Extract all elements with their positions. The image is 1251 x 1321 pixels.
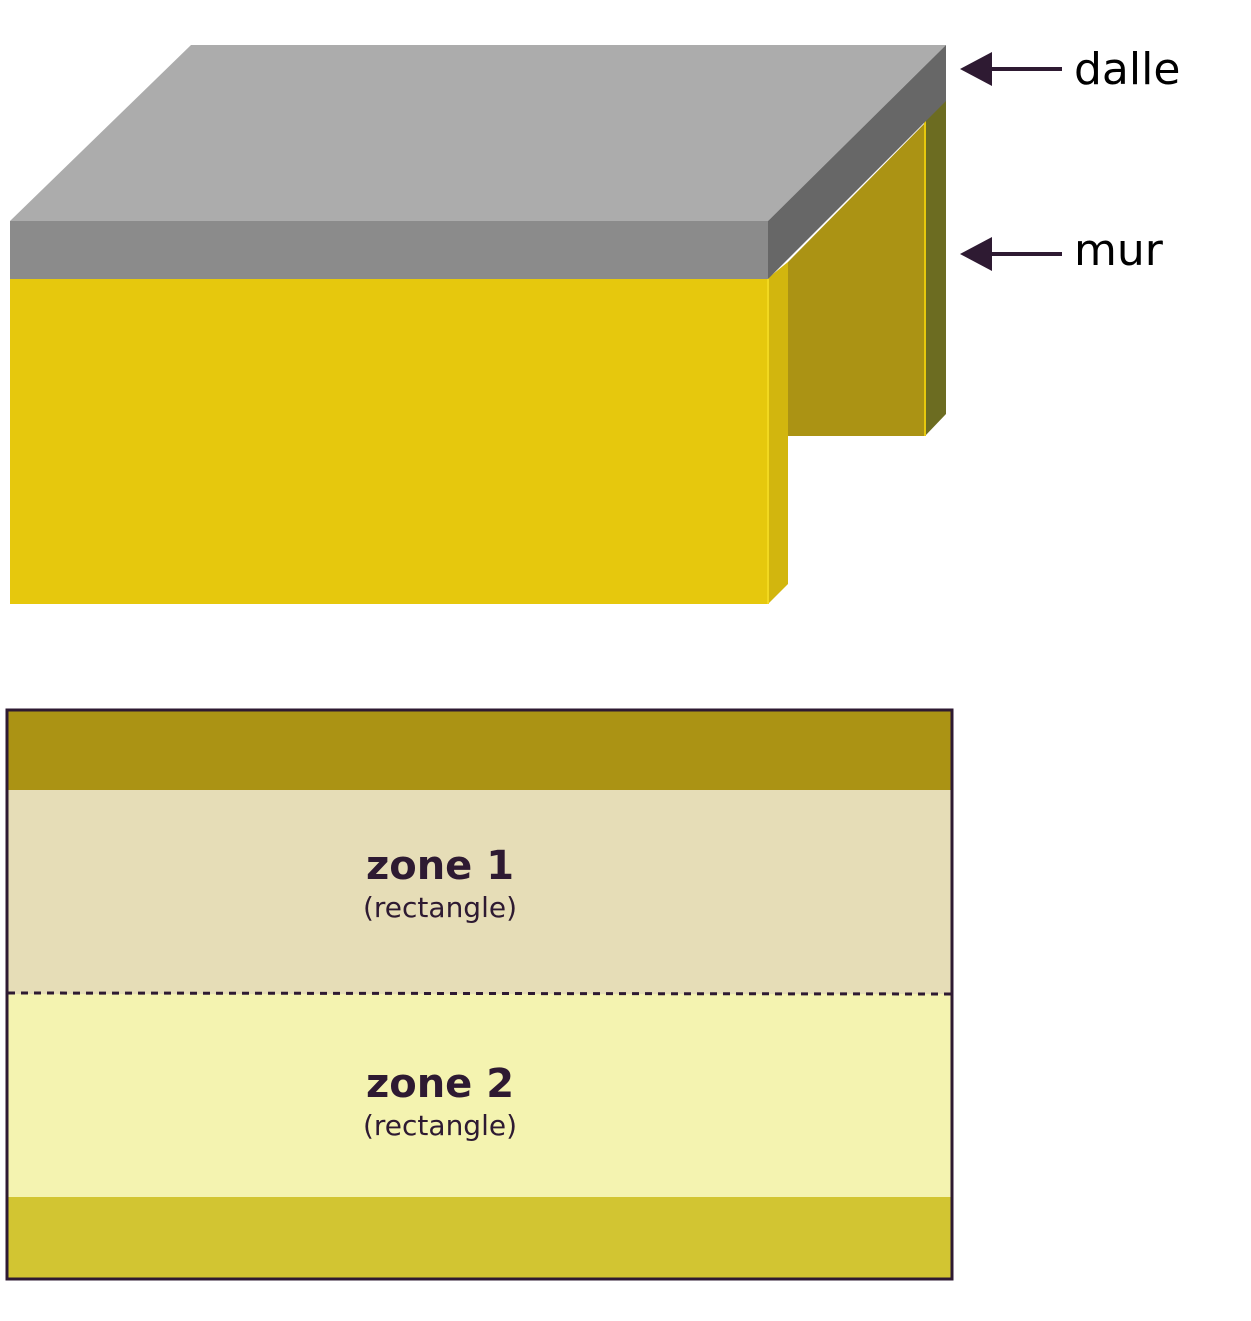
zone-1-subtitle: (rectangle) (363, 891, 517, 924)
plan-top-band (8, 711, 951, 791)
wall-front-face (10, 278, 768, 604)
zone-1-area (8, 790, 951, 994)
wall-callout: mur (960, 225, 1164, 276)
slab-arrow-head (960, 52, 992, 86)
wall-front-edge (768, 262, 788, 604)
slab-top-face (10, 45, 946, 221)
slab-callout: dalle (960, 44, 1180, 95)
wall-label: mur (1074, 225, 1164, 276)
plan-view: zone 1 (rectangle) zone 2 (rectangle) (5, 708, 954, 1281)
zone-divider (7, 991, 952, 996)
slab-front-face (10, 221, 768, 279)
zone-2-subtitle: (rectangle) (363, 1109, 517, 1142)
zone-1-title: zone 1 (366, 843, 514, 889)
wall-side-edge (925, 96, 946, 436)
zone-2-title: zone 2 (366, 1061, 514, 1107)
wall-side-face (788, 123, 925, 436)
wall-arrow-head (960, 237, 992, 271)
plan-bottom-band (8, 1197, 951, 1278)
slab-label: dalle (1074, 44, 1180, 95)
slab-side-face (768, 45, 946, 279)
plan-outline (5, 708, 954, 1281)
zone-2-area (8, 994, 951, 1198)
isometric-view (10, 45, 946, 604)
